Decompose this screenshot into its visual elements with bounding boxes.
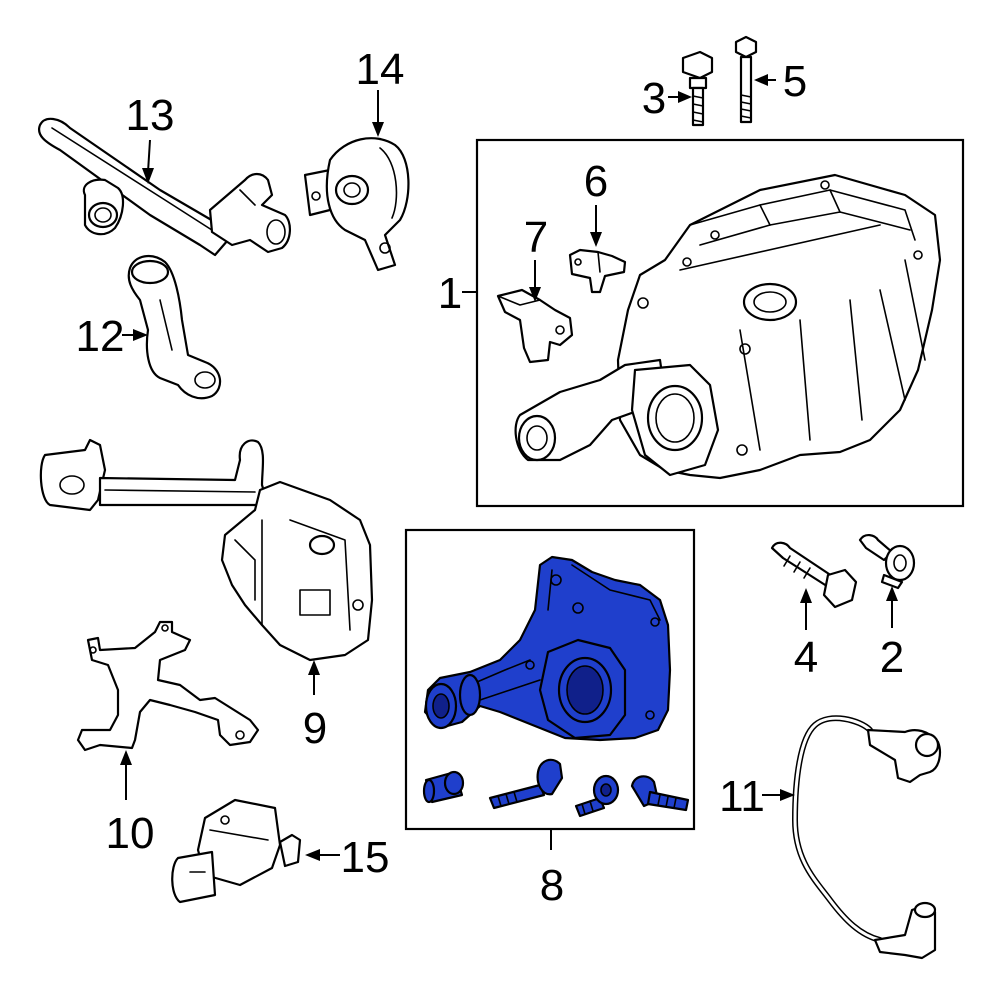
callout-9: 9 <box>303 704 327 753</box>
group-box-1 <box>475 138 965 508</box>
part-5-bolt[interactable] <box>734 35 758 124</box>
callout-15: 15 <box>341 833 390 882</box>
part-2-bolt[interactable] <box>858 534 916 590</box>
part-3-bolt[interactable] <box>681 50 714 127</box>
callout-labels: 13 14 12 3 5 6 7 1 9 10 15 4 2 11 8 <box>76 45 905 910</box>
callout-2: 2 <box>880 633 904 682</box>
callout-1: 1 <box>438 269 462 318</box>
part-14-actuator[interactable] <box>303 137 410 272</box>
part-11-wire[interactable] <box>792 715 941 960</box>
leader-lines <box>120 74 898 861</box>
callout-8: 8 <box>540 861 564 910</box>
callout-13: 13 <box>126 91 175 140</box>
part-15-solenoid[interactable] <box>171 798 302 904</box>
part-6-sensor[interactable] <box>568 248 627 294</box>
part-8-flange-bolt[interactable] <box>630 775 690 812</box>
callout-6: 6 <box>584 157 608 206</box>
part-10-bracket[interactable] <box>76 620 260 752</box>
part-8-short-bolt[interactable] <box>574 774 620 818</box>
part-8-bushing[interactable] <box>422 770 465 804</box>
part-13-hose[interactable] <box>37 117 291 257</box>
callout-12: 12 <box>76 312 125 361</box>
part-12-elbow[interactable] <box>127 254 222 400</box>
part-8-long-bolt[interactable] <box>488 758 564 810</box>
part-8-housing[interactable] <box>423 555 672 742</box>
part-1-supercharger[interactable] <box>514 173 942 480</box>
callout-11: 11 <box>719 772 765 821</box>
part-4-bolt[interactable] <box>770 541 858 609</box>
callout-14: 14 <box>356 45 405 94</box>
part-9-assembly[interactable] <box>39 438 374 662</box>
callout-3: 3 <box>642 74 666 123</box>
callout-7: 7 <box>524 213 548 262</box>
callout-10: 10 <box>106 809 155 858</box>
callout-5: 5 <box>783 57 807 106</box>
callout-4: 4 <box>794 633 818 682</box>
part-7-bracket[interactable] <box>496 288 574 364</box>
